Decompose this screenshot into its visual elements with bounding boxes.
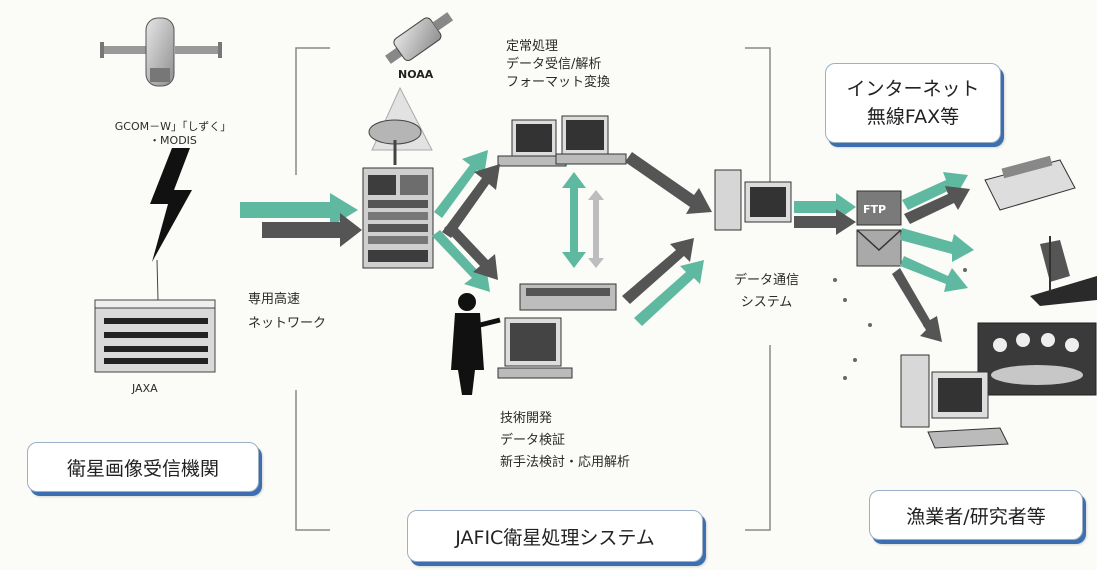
arrow-network-dark	[262, 213, 362, 247]
arrow-server-routine-green	[434, 150, 488, 218]
meeting-photo-icon	[977, 322, 1097, 396]
arrow-network-green	[240, 193, 358, 227]
noaa-label: NOAA	[398, 68, 434, 81]
arrow-ftp-fax-dark	[904, 186, 970, 224]
development-caption-line3: 新手法検討・応用解析	[500, 455, 631, 470]
fishers-researchers-box: 漁業者/研究者等	[869, 490, 1083, 540]
jafic-system-box: JAFIC衛星処理システム	[407, 510, 703, 562]
network-caption-line2: ネットワーク	[248, 316, 327, 331]
internet-fax-box: インターネット 無線FAX等	[825, 63, 1001, 143]
arrow-dev-comm-dark	[622, 238, 694, 304]
gcom-satellite-icon	[100, 17, 222, 87]
development-workstation-icon	[497, 317, 573, 379]
routine-caption-line3: フォーマット変換	[506, 75, 611, 90]
arrow-ftp-pc	[892, 268, 942, 342]
antenna-cable	[156, 259, 159, 301]
engineer-silhouette-icon	[451, 293, 501, 395]
development-caption-line1: 技術開発	[500, 411, 553, 426]
routine-caption-line2: データ受信/解析	[506, 57, 602, 72]
gcom-caption-line2: ・MODIS	[149, 134, 197, 147]
comm-caption-line1: データ通信	[734, 273, 800, 288]
arrow-server-dev-green	[432, 230, 490, 292]
development-caption-line2: データ検証	[500, 433, 566, 448]
arrow-ftp-meeting	[900, 256, 968, 292]
arrows	[240, 150, 974, 342]
jaxa-station-icon	[94, 299, 216, 373]
mail-envelope-icon	[856, 229, 902, 267]
ftp-label: FTP	[863, 203, 886, 216]
arrow-server-dev-dark	[444, 222, 498, 280]
arrow-dev-comm-green	[634, 260, 704, 326]
comm-caption: データ通信 システム	[734, 270, 799, 314]
downlink-bolt-icon	[150, 148, 192, 262]
user-computer-icon	[900, 354, 1009, 449]
arrow-server-routine-dark	[442, 164, 500, 238]
svg-text:NOAA: NOAA	[398, 68, 434, 81]
receiving-agency-box: 衛星画像受信機関	[27, 442, 259, 492]
internet-fax-line1: インターネット	[846, 78, 980, 100]
network-caption-line1: 専用高速	[248, 292, 301, 307]
fishing-boat-icon	[1030, 236, 1097, 306]
ftp-server-icon	[856, 190, 902, 226]
routine-caption-line1: 定常処理	[506, 39, 559, 54]
routine-caption: 定常処理 データ受信/解析 フォーマット変換	[506, 38, 610, 92]
noaa-satellite-icon	[385, 12, 454, 64]
arrow-ftp-fax	[902, 172, 968, 210]
internet-fax-line2: 無線FAX等	[866, 106, 960, 128]
gcom-caption: GCOM－W」「しずく」 ・MODIS	[98, 120, 248, 148]
fax-machine-icon	[984, 155, 1076, 211]
network-caption: 専用高速 ネットワーク	[248, 291, 326, 333]
server-rack-icon	[362, 167, 434, 269]
plotter-icon	[519, 283, 617, 311]
arrow-routine-dev-exchange	[562, 172, 604, 268]
arrow-routine-comm	[625, 152, 712, 214]
arrow-ftp-boat	[900, 228, 974, 262]
jaxa-caption: JAXA	[132, 382, 158, 395]
gcom-caption-line1: GCOM－W」「しずく」	[114, 120, 232, 133]
comm-caption-line2: システム	[740, 295, 793, 310]
development-caption: 技術開発 データ検証 新手法検討・応用解析	[500, 408, 630, 474]
comm-server-icon	[714, 169, 792, 231]
dish-antenna-icon	[368, 119, 422, 165]
system-frame	[295, 47, 771, 531]
routine-workstation-icon	[497, 115, 627, 167]
arrow-comm-ftp-dark	[794, 209, 856, 235]
